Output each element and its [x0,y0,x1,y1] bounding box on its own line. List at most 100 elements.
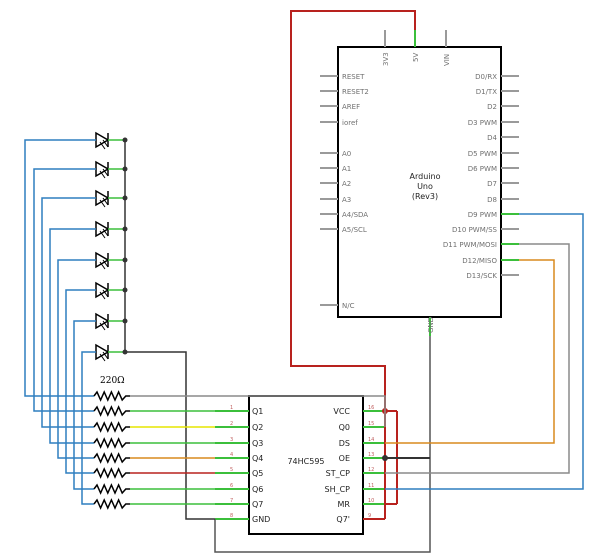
resistor-4 [93,452,215,464]
led-arrow [99,291,106,300]
arduino-pin-d1: D1/TX [476,88,497,96]
sr-pin-num-12: 12 [368,467,374,473]
arduino-pin-reset2: RESET2 [342,88,369,96]
wire-led-rail-to-gnd [125,351,215,520]
led-7 [95,343,128,362]
arduino-pin-d11: D11 PWM/MOSI [443,241,497,249]
arduino-pin-d9: D9 PWM [468,211,497,219]
arduino-pin-5v: 5V [412,53,420,62]
arduino-pin-d2: D2 [487,103,497,111]
sr-pin-num-15: 15 [368,421,374,427]
arduino-pin-a4: A4/SDA [342,211,368,219]
arduino-pin-a1: A1 [342,165,351,173]
arduino-pin-d13: D13/SCK [466,272,497,280]
wire-arduino-gnd [214,336,431,553]
led-2 [95,189,128,208]
sr-pin-q7: Q7 [252,500,263,509]
shift-register-body [248,395,364,535]
resistor-zigzag [93,390,130,402]
led-arrow [99,353,106,362]
arduino-pin-d3: D3 PWM [468,119,497,127]
sr-pin-q5: Q5 [252,469,263,478]
led-wires [24,139,96,505]
resistor-1 [93,405,215,417]
arduino-pin-d0: D0/RX [475,73,497,81]
led-anode-wire-6 [73,320,96,490]
sr-pin-num-13: 13 [368,452,374,458]
sr-pin-num-11: 11 [368,483,374,489]
arduino-left-pin-labels: RESET RESET2 AREF ioref A0 A1 A2 A3 A4/S… [342,73,369,310]
led-anode-wire-4 [57,259,96,459]
sr-pin-num-2: 2 [230,421,233,427]
led-rail-junction [122,257,128,263]
sr-pin-ds: DS [339,439,350,448]
sr-pin-num-6: 6 [230,483,233,489]
resistor-zigzag [93,437,130,449]
led-5 [95,281,128,300]
resistor-3 [93,437,215,449]
led-arrow [102,289,109,298]
led-rail-junction [122,195,128,201]
sr-pin-q4: Q4 [252,454,263,463]
led-anode-wire-0 [24,139,96,397]
sr-right-pin-labels: VCC Q0 DS OE ST_CP SH_CP MR Q7' [324,407,350,524]
resistor-zigzag [93,498,130,510]
sr-pin-num-10: 10 [368,498,374,504]
led-arrow [102,197,109,206]
sr-pin-mr: MR [338,500,351,509]
sr-pin-q3: Q3 [252,439,263,448]
led-arrow [99,170,106,179]
led-arrow [102,168,109,177]
arduino-name-line3: (Rev3) [412,192,438,201]
sr-pin-q0: Q0 [339,423,350,432]
arduino-pin-d12: D12/MISO [462,257,497,265]
led-arrow [99,199,106,208]
resistor-zigzag [93,467,130,479]
sr-pin-num-9: 9 [368,513,371,519]
led-arrow [99,261,106,270]
arduino-left-pin-stubs [320,75,338,306]
sr-pin-num-16: 16 [368,405,374,411]
sr-pin-num-8: 8 [230,513,233,519]
sr-left-pin-numbers: 1 2 3 4 5 6 7 8 [230,405,233,519]
sr-pin-oe: OE [339,454,350,463]
sr-pin-q2: Q2 [252,423,263,432]
led-4 [95,251,128,270]
arduino-pin-d7: D7 [487,180,497,188]
arduino-pin-a0: A0 [342,150,351,158]
led-arrow [102,228,109,237]
arduino-right-pin-stubs [501,75,519,276]
led-anode-wire-2 [41,197,96,428]
arduino-pin-ioref: ioref [342,119,358,127]
led-arrow [99,230,106,239]
sr-pin-num-1: 1 [230,405,233,411]
led-arrow [102,259,109,268]
sr-pin-q7-prime: Q7' [336,515,350,524]
wire-d12-to-ds [385,259,555,444]
led-rail-junction [122,349,128,355]
resistor-wire-q0 [130,395,386,427]
led-rail-junction [122,318,128,324]
led-arrow [102,139,109,148]
wire-5v-to-vcc [290,10,416,519]
arduino-right-pin-labels: D0/RX D1/TX D2 D3 PWM D4 D5 PWM D6 PWM D… [443,73,498,280]
arduino-pin-aref: AREF [342,103,360,111]
led-anode-wire-5 [65,289,96,474]
sr-pin-vcc: VCC [333,407,350,416]
arduino-pin-nc: N/C [342,302,355,310]
resistor-6 [93,483,215,495]
arduino-name-line1: Arduino [410,172,441,181]
arduino-pin-vin: VIN [443,54,451,66]
resistor-7 [93,498,215,510]
led-arrow [99,141,106,150]
arduino-pin-a5: A5/SCL [342,226,367,234]
arduino-pin-d10: D10 PWM/SS [452,226,498,234]
led-3 [95,220,128,239]
led-anode-wire-3 [49,228,96,444]
arduino-pin-a2: A2 [342,180,351,188]
arduino-pin-d5: D5 PWM [468,150,497,158]
arduino-pin-3v3: 3V3 [382,52,390,66]
led-array [95,131,128,362]
sr-pin-st-cp: ST_CP [326,469,351,478]
